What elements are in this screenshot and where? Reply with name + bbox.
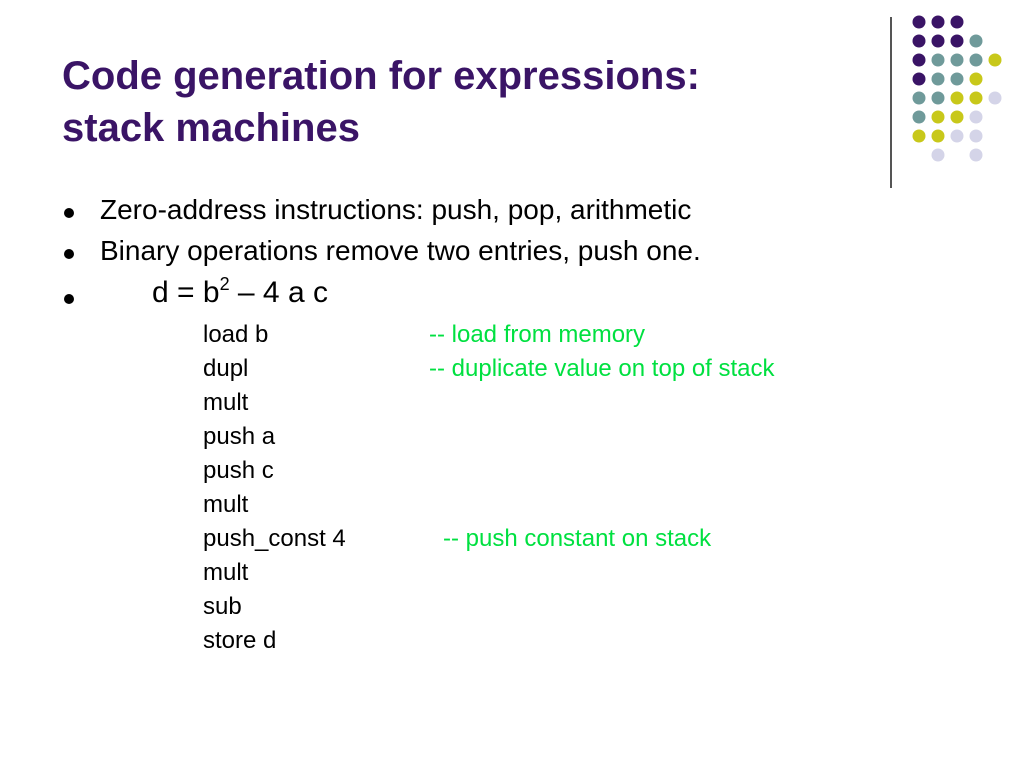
code-line: sub <box>203 590 963 624</box>
code-instruction: dupl <box>203 355 249 382</box>
bullet-text: Binary operations remove two entries, pu… <box>100 235 701 266</box>
code-instruction: store d <box>203 627 277 654</box>
bullet-dot <box>64 249 74 259</box>
dot <box>969 91 983 105</box>
code-line: push c <box>203 454 963 488</box>
code-instruction: sub <box>203 593 242 620</box>
dot <box>931 129 945 143</box>
code-instruction: push_const 4 <box>203 525 346 552</box>
code-line: mult <box>203 488 963 522</box>
dot <box>931 53 945 67</box>
code-instruction: push a <box>203 423 276 450</box>
code-comment: -- duplicate value on top of stack <box>429 355 775 382</box>
dot <box>969 53 983 67</box>
header-divider <box>890 17 892 188</box>
dot <box>950 91 964 105</box>
dot <box>969 72 983 86</box>
dot <box>950 53 964 67</box>
formula: d = b2 – 4 a c <box>152 274 328 310</box>
dot <box>931 34 945 48</box>
dot <box>969 34 983 48</box>
bullet-dot <box>64 294 74 304</box>
dot <box>950 15 964 29</box>
slide-title-line-1: Code generation for expressions: <box>62 54 700 98</box>
code-instruction: push c <box>203 457 274 484</box>
formula-rhs: – 4 a c <box>229 276 328 309</box>
dot <box>931 15 945 29</box>
dot <box>912 72 926 86</box>
code-instruction: mult <box>203 389 249 416</box>
dot <box>912 110 926 124</box>
code-comment: -- push constant on stack <box>443 525 712 552</box>
code-line: mult <box>203 556 963 590</box>
bullet-dot <box>64 208 74 218</box>
dot <box>931 148 945 162</box>
dot <box>950 72 964 86</box>
dot <box>969 110 983 124</box>
dot <box>988 53 1002 67</box>
dot <box>931 72 945 86</box>
dot <box>969 129 983 143</box>
decorative-dot-grid <box>912 15 1002 162</box>
dot <box>950 129 964 143</box>
formula-exponent: 2 <box>219 274 230 294</box>
dot <box>912 53 926 67</box>
dot <box>912 15 926 29</box>
formula-lhs: d = b <box>152 276 220 309</box>
dot <box>969 148 983 162</box>
slide-title: Code generation for expressions: stack m… <box>62 50 862 154</box>
dot <box>950 110 964 124</box>
code-block: load b -- load from memory dupl -- dupli… <box>203 318 963 658</box>
code-line: push a <box>203 420 963 454</box>
code-line: push_const 4 -- push constant on stack <box>203 522 963 556</box>
dot <box>912 91 926 105</box>
dot <box>931 91 945 105</box>
bullet-text: Zero-address instructions: push, pop, ar… <box>100 194 692 225</box>
code-line: dupl -- duplicate value on top of stack <box>203 352 963 386</box>
dot <box>950 34 964 48</box>
dot <box>912 129 926 143</box>
code-instruction: mult <box>203 491 249 518</box>
dot <box>988 91 1002 105</box>
code-comment: -- load from memory <box>429 321 646 348</box>
dot <box>931 110 945 124</box>
code-line: store d <box>203 624 963 658</box>
code-line: load b -- load from memory <box>203 318 963 352</box>
slide-title-line-2: stack machines <box>62 106 360 150</box>
code-instruction: load b <box>203 321 269 348</box>
dot <box>912 34 926 48</box>
code-line: mult <box>203 386 963 420</box>
code-instruction: mult <box>203 559 249 586</box>
